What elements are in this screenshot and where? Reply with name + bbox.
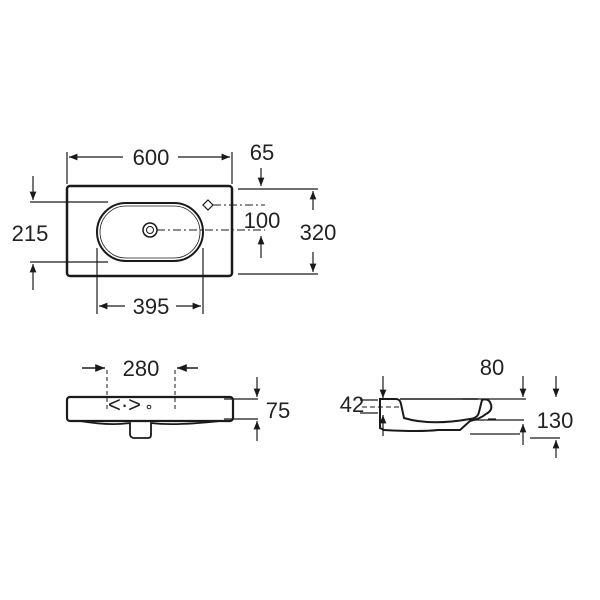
side-outline (379, 398, 493, 432)
front-outline (65, 395, 235, 423)
tap-hole-icon: <·> (108, 392, 141, 417)
dim-width: 600 (133, 145, 170, 170)
dim-bowl-width: 395 (133, 294, 170, 319)
dim-tap-offset: 65 (250, 140, 274, 165)
basin-outline (65, 184, 234, 278)
side-view: 42 80 130 (340, 355, 574, 458)
dim-height: 75 (266, 398, 290, 423)
dim-depth: 320 (300, 220, 337, 245)
dim-bowl-depth: 215 (12, 221, 49, 246)
dim-hole-spacing: 280 (123, 356, 160, 381)
tap-hole-icon (202, 199, 214, 211)
top-view: 600 65 100 320 215 395 (12, 140, 337, 319)
bowl-outline (96, 202, 204, 262)
dim-overhang: 80 (480, 355, 504, 380)
dim-total-height: 130 (537, 408, 574, 433)
drain-icon (142, 222, 158, 238)
front-view: <·> 280 75 (65, 356, 290, 441)
dim-tap-to-drain: 100 (244, 208, 281, 233)
dim-rim: 42 (340, 392, 364, 417)
